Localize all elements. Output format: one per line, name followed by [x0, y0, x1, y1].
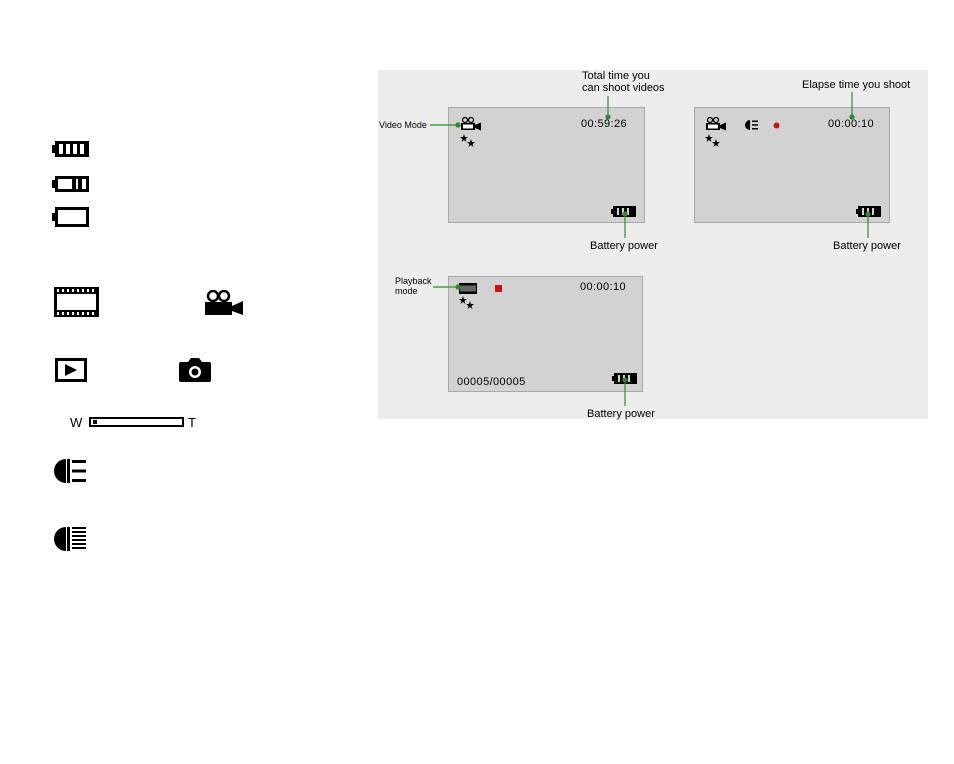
playback-icon [55, 358, 87, 382]
sparkle-icon [460, 134, 475, 147]
battery-full-icon [856, 206, 881, 217]
video-camera-icon [205, 290, 243, 315]
camera-icon [179, 358, 211, 382]
recording-screen: 00:00:10 [694, 107, 890, 223]
battery-full-icon [612, 373, 637, 384]
zoom-wide-label: W [70, 415, 83, 430]
zoom-tele-label: T [188, 415, 196, 430]
video-camera-icon [461, 116, 481, 131]
zoom-level-indicator [93, 420, 97, 424]
sparkle-icon [459, 296, 474, 309]
elapse-time-callout: Elapse time you shoot [802, 79, 911, 91]
battery-half-icon [52, 176, 89, 192]
battery-full-icon [611, 206, 636, 217]
battery-power-callout: Battery power [590, 240, 658, 252]
record-dot-icon [773, 122, 780, 129]
led-light-low-icon [745, 120, 758, 130]
video-mode-screen: 00:59:26 [448, 107, 645, 223]
playback-time: 00:00:10 [580, 281, 627, 293]
sparkle-icon [705, 134, 720, 147]
led-light-low-icon [54, 459, 86, 483]
playback-screen: 00:00:10 00005/00005 [448, 276, 643, 392]
video-camera-icon [706, 116, 726, 131]
total-time-callout-line1: Total time you [582, 70, 650, 82]
elapsed-time: 00:00:10 [828, 118, 875, 130]
battery-empty-icon [52, 207, 89, 227]
video-mode-callout: Video Mode [379, 120, 427, 130]
film-strip-icon [459, 283, 477, 294]
playback-mode-callout-line2: mode [395, 286, 418, 296]
led-light-high-icon [54, 527, 86, 551]
time-remaining: 00:59:26 [581, 118, 628, 130]
film-strip-icon [54, 287, 99, 317]
zoom-bar [89, 417, 184, 427]
battery-full-icon [52, 141, 89, 157]
total-time-callout-line2: can shoot videos [582, 82, 665, 94]
file-counter: 00005/00005 [457, 376, 526, 388]
stop-square-icon [495, 285, 502, 292]
playback-mode-callout-line1: Playback [395, 276, 432, 286]
battery-power-callout: Battery power [833, 240, 901, 252]
battery-power-callout: Battery power [587, 408, 655, 420]
